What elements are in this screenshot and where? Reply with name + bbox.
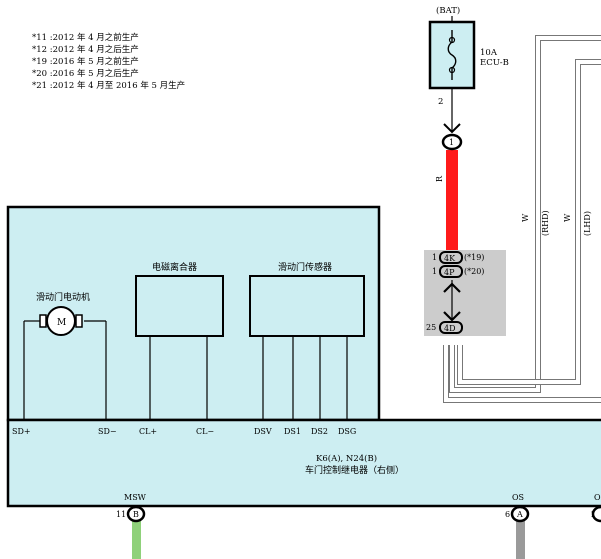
wire-option-label: (RHD) [541,210,550,236]
motor-icon [46,306,76,336]
junction-connector: 1 4K (*19) 1 4P (*20) 25 4D [424,250,506,336]
note-line: *20 :2016 年 5 月之后生产 [32,68,139,79]
pin-label: SD+ [12,427,31,436]
relay-name: 车门控制继电器（右侧） [305,464,404,476]
pin-4p-number: 1 [432,267,437,276]
clutch-label: 电磁离合器 [152,261,197,273]
pin-4p-name: 4P [444,268,455,277]
os-label: OS [512,493,524,502]
os-pin-number: 6 [505,510,510,519]
sliding-door-unit: 滑动门电动机 M 电磁离合器 滑动门传感器 [6,205,381,422]
connector-pin-1-label: 1 [449,138,454,147]
fuse-icon [447,30,457,80]
wire-w-outer-inner [450,36,601,392]
note-line: *21 :2012 年 4 月至 2016 年 5 月生产 [32,80,185,91]
fuse-block: (BAT) 10A ECU-B 2 [428,5,509,134]
connector-pin-1 [441,133,463,151]
fuse-pin: 2 [438,97,443,107]
clutch-box [135,275,224,337]
pin-label: DS1 [284,427,301,436]
note-line: *12 :2012 年 4 月之后生产 [32,44,139,55]
pin-4d-name: 4D [444,324,456,333]
sensor-box [249,275,365,337]
wire-w-inner-inner [458,60,601,384]
edge-label: O [594,493,601,502]
gray-wire [516,521,525,559]
notes-block: *11 :2012 年 4 月之前生产 *12 :2012 年 4 月之后生产 … [32,32,185,91]
pin-label: DSV [254,427,272,436]
note-line: *11 :2012 年 4 月之前生产 [32,32,139,43]
pin-label: CL+ [139,427,157,436]
fuse-name: ECU-B [480,58,509,68]
pin-4d-number: 25 [426,323,436,332]
red-wire-group: 1 R [435,133,463,250]
pin-4p-note: (*20) [464,267,484,276]
arrow-up-icon [443,282,461,293]
pin-label: CL− [196,427,214,436]
connector-pin-a [510,505,530,523]
msw-label: MSW [124,493,147,502]
red-wire-color: R [435,175,444,182]
right-wires: W (RHD) W (LHD) [443,35,601,403]
connector-pin-b [126,505,146,523]
pin-4k-name: 4K [444,254,456,263]
wire-option-label: (LHD) [583,211,592,236]
battery-label: (BAT) [436,5,460,16]
arrow-down-icon [443,123,461,134]
msw-pin-number: 11 [116,510,126,519]
arrow-down-icon [443,311,461,322]
door-control-relay: SD+ SD− CL+ CL− DSV DS1 DS2 DSG K6(A), N… [6,418,601,508]
motor-symbol: M [57,318,66,328]
wire-relay-feed-inner [444,345,601,402]
pin-4k-note: (*19) [464,253,484,262]
green-wire [132,521,141,559]
wire-color-label: W [521,213,530,222]
relay-code: K6(A), N24(B) [316,453,377,464]
fuse-rating: 10A [480,48,498,58]
pin-label: SD− [98,427,117,436]
pin-label: DS2 [311,427,328,436]
note-line: *19 :2016 年 5 月之前生产 [32,56,139,67]
sensor-label: 滑动门传感器 [278,261,332,273]
bottom-connectors: 11 B 6 A 2 [116,505,601,559]
pin-label: DSG [338,427,356,436]
pin-4k-number: 1 [432,253,437,262]
wire-color-label: W [563,213,572,222]
red-wire [446,150,458,250]
motor-label: 滑动门电动机 [36,291,90,303]
msw-pin-letter: B [133,510,139,519]
os-pin-letter: A [516,510,523,519]
